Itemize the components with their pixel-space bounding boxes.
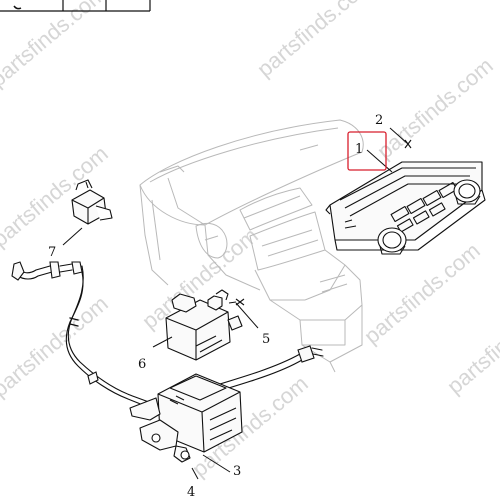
watermark-9: partsfinds.com [442, 288, 500, 399]
callout-2: 2 [375, 113, 383, 128]
watermark-2: partsfinds.com [252, 0, 378, 82]
leader-lines [62, 127, 409, 480]
climate-control-panel [325, 161, 486, 255]
left-temperature-knob [377, 227, 407, 255]
panel-buttons [390, 181, 458, 233]
callout-labels: 1 2 3 4 5 6 7 [48, 113, 383, 500]
callout-4: 4 [187, 485, 195, 500]
module-unit [165, 289, 243, 361]
controller-box [129, 373, 243, 463]
callout-7: 7 [48, 245, 56, 260]
watermark-layer: partsfinds.com partsfinds.com partsfinds… [0, 0, 500, 482]
callout-5: 5 [262, 332, 270, 347]
watermark-1: partsfinds.com [0, 0, 111, 92]
table-fragment [0, 0, 151, 12]
watermark-7: partsfinds.com [359, 238, 485, 349]
callout-3: 3 [233, 464, 241, 479]
clip-connector [71, 179, 113, 225]
right-temperature-knob [453, 179, 481, 205]
dashboard-outline [139, 119, 364, 373]
watermark-3: partsfinds.com [372, 53, 498, 164]
callout-1: 1 [355, 142, 363, 157]
callout-6: 6 [138, 357, 146, 372]
watermark-6: partsfinds.com [0, 291, 113, 402]
highlight-box [347, 131, 387, 171]
